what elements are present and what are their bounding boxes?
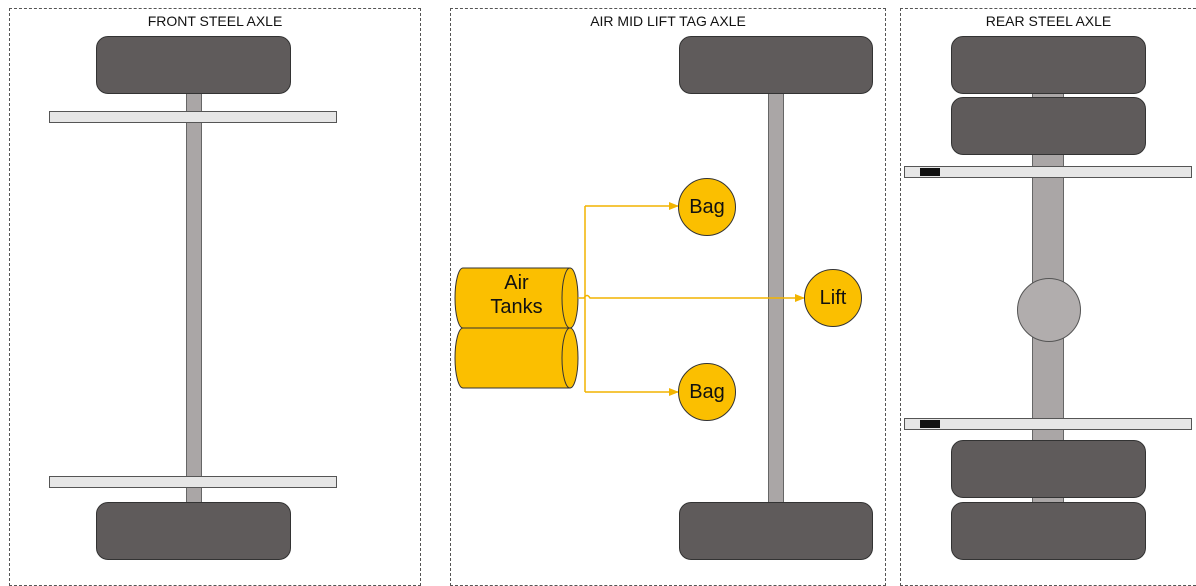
rear-axle-lower-bar bbox=[904, 418, 1192, 430]
rear-upper-bar-marker bbox=[920, 168, 940, 176]
top-bag-node: Bag bbox=[678, 178, 736, 236]
mid-axle-title: AIR MID LIFT TAG AXLE bbox=[590, 13, 746, 29]
rear-bottom-outer-tire bbox=[951, 502, 1146, 560]
air-tanks-label-line2: Tanks bbox=[490, 296, 543, 318]
rear-differential-hub bbox=[1017, 278, 1081, 342]
front-bottom-tire bbox=[96, 502, 291, 560]
mid-bottom-tire bbox=[679, 502, 873, 560]
air-tank-upper-end bbox=[561, 267, 571, 329]
front-axle-upper-bar bbox=[49, 111, 337, 123]
lift-node: Lift bbox=[804, 269, 862, 327]
air-tank-lower bbox=[454, 327, 579, 389]
rear-axle-title: REAR STEEL AXLE bbox=[985, 13, 1112, 29]
rear-top-inner-tire bbox=[951, 97, 1146, 155]
bottom-bag-node: Bag bbox=[678, 363, 736, 421]
rear-axle-upper-bar bbox=[904, 166, 1192, 178]
rear-bottom-inner-tire bbox=[951, 440, 1146, 498]
air-line-to-lift bbox=[578, 294, 805, 302]
air-tanks-label: Air Tanks bbox=[463, 271, 570, 319]
rear-top-outer-tire bbox=[951, 36, 1146, 94]
front-axle-lower-bar bbox=[49, 476, 337, 488]
mid-top-tire bbox=[679, 36, 873, 94]
air-tanks-label-line1: Air bbox=[504, 272, 529, 294]
front-top-tire bbox=[96, 36, 291, 94]
rear-lower-bar-marker bbox=[920, 420, 940, 428]
air-tank-lower-end bbox=[561, 327, 571, 389]
front-axle-title: FRONT STEEL AXLE bbox=[147, 13, 283, 29]
